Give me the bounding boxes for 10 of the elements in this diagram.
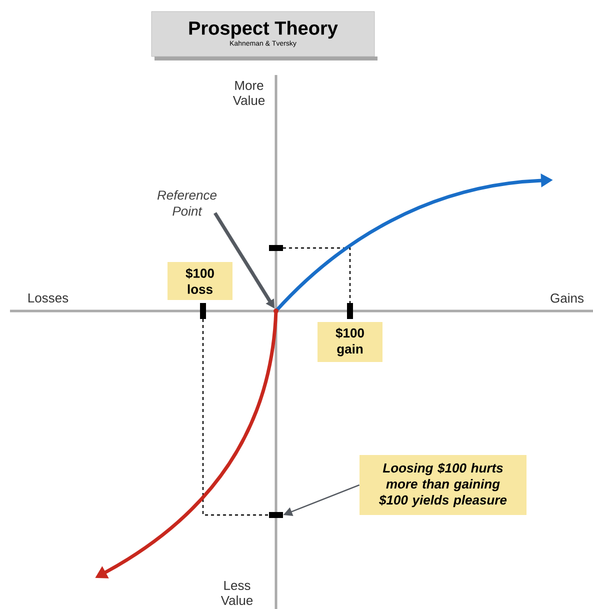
axis-label: Less Value	[220, 580, 253, 606]
axis-label: More Value	[232, 80, 265, 106]
callout-text: Reference Point	[157, 190, 216, 216]
note-box: Loosing $100 hurts more than gaining $100 yields pleasure	[360, 455, 526, 515]
value-box: $100 gain	[318, 322, 382, 362]
axis-label: Gains	[550, 293, 584, 303]
value-box: $100 loss	[168, 262, 232, 300]
tick-mark	[269, 512, 283, 518]
axis-label: Losses	[28, 293, 68, 303]
reference-point	[274, 308, 278, 314]
